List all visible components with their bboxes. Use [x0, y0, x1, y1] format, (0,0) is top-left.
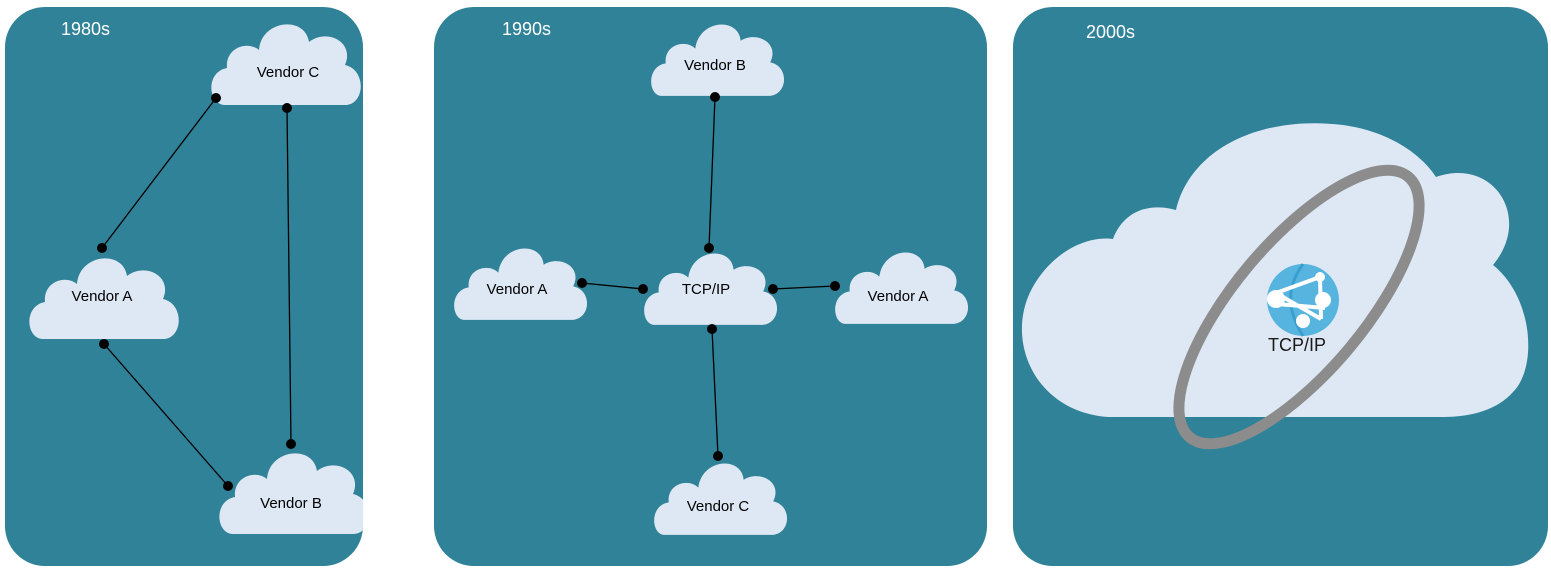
cloud-internet [1021, 123, 1529, 417]
era-label-1980s: 1980s [61, 19, 111, 39]
diagram-1990s: Vendor B Vendor A TCP/IP Vendor A Vendor… [454, 24, 968, 535]
vendor-c-label: Vendor C [257, 64, 320, 81]
vendor-b-label-1990s: Vendor B [684, 57, 746, 74]
tcpip-ring [1173, 164, 1425, 450]
cloud-vendor-a-left: Vendor A [454, 248, 587, 320]
vendor-c-label-1990s: Vendor C [687, 498, 750, 515]
vendor-a-right-label: Vendor A [868, 288, 929, 305]
tcpip-label-2000s: TCP/IP [1268, 335, 1326, 355]
vendor-b-label: Vendor B [260, 495, 322, 512]
diagram-1980s: Vendor C Vendor A Vendor B [29, 24, 363, 534]
link-a-b [103, 343, 229, 487]
link-hub-b [708, 96, 716, 249]
cloud-vendor-b: Vendor B [219, 453, 363, 534]
cloud-vendor-b-1990s: Vendor B [651, 24, 784, 96]
vendor-a-label: Vendor A [72, 288, 133, 305]
panel-1990s: 1990s Vendor B Vendor A TCP/IP Vendor A [434, 7, 987, 566]
cloud-vendor-c: Vendor C [211, 24, 361, 105]
panel-2000s: 2000s TCP/IP [1013, 7, 1548, 566]
vendor-a-left-label: Vendor A [487, 281, 548, 298]
panel-1980s: 1980s Vendor C Vendor A Vendor B [5, 7, 363, 566]
tcpip-hub-label: TCP/IP [682, 281, 730, 298]
cloud-vendor-a-right: Vendor A [835, 252, 968, 324]
era-label-1990s: 1990s [502, 19, 552, 39]
link-a-c [101, 97, 217, 249]
link-hub-c [711, 328, 719, 457]
diagram-2000s: TCP/IP [1021, 123, 1529, 450]
cloud-tcpip-hub: TCP/IP [644, 253, 777, 325]
link-c-b [286, 107, 292, 445]
connector-dots-1980s [97, 93, 296, 491]
link-hub-a-right [772, 285, 836, 290]
cloud-vendor-c-1990s: Vendor C [654, 463, 787, 535]
link-hub-a-left [581, 282, 644, 290]
network-globe-icon [1267, 263, 1339, 337]
connector-dots-1990s [577, 92, 840, 461]
era-label-2000s: 2000s [1086, 22, 1136, 42]
cloud-vendor-a: Vendor A [29, 258, 179, 339]
